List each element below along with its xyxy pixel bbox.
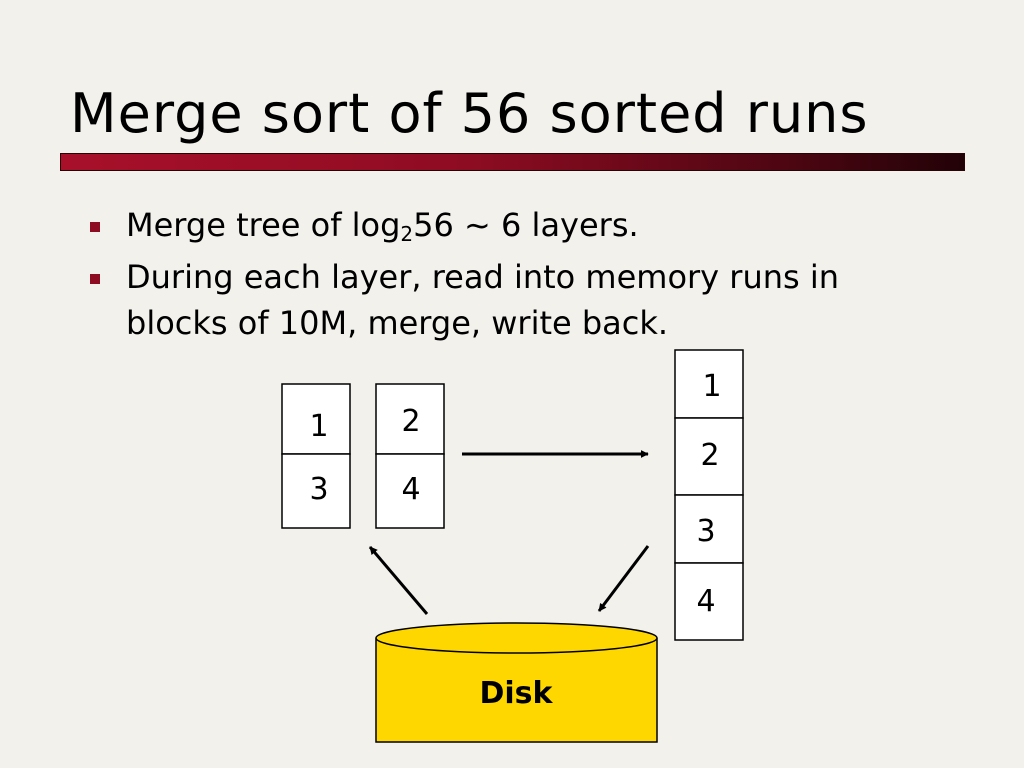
merged-value: 1 [702,369,721,404]
read-arrow [368,546,429,615]
disk-cylinder: Disk [375,622,658,743]
slide-title: Merge sort of 56 sorted runs [70,82,869,145]
run-b-value: 2 [401,404,420,439]
merged-value: 4 [696,584,715,619]
run-b-value: 4 [401,472,420,507]
square-bullet-icon [90,222,100,232]
bullet-item-each-layer: During each layer, read into memory runs… [88,254,948,346]
bullet-text-part: 56 ~ 6 layers. [413,206,639,244]
bullet-line: During each layer, read into memory runs… [126,258,840,296]
merged-cell [674,494,744,564]
write-arrow [597,545,650,612]
disk-body [375,638,658,743]
merged-value: 3 [696,514,715,549]
bullet-text-part: Merge tree of log [126,206,401,244]
merged-value: 2 [700,438,719,473]
square-bullet-icon [90,274,100,284]
log-base-subscript: 2 [400,222,414,246]
merged-cell [674,417,744,496]
run-b-cell-bottom [375,453,445,529]
run-a-value: 3 [309,472,328,507]
run-a-block: 1 3 [281,383,351,529]
run-b-cell-top [375,383,445,455]
merged-cell [674,349,744,419]
run-b-block: 2 4 [375,383,445,529]
disk-label: Disk [480,676,554,711]
merged-cell [674,562,744,641]
run-a-cell-bottom [281,453,351,529]
title-divider-bar [60,153,965,171]
bullet-line: blocks of 10M, merge, write back. [126,304,669,342]
merged-run-block: 1 2 3 4 [674,349,744,641]
bullet-list: Merge tree of log256 ~ 6 layers. During … [88,202,948,352]
bullet-item-merge-tree: Merge tree of log256 ~ 6 layers. [88,202,948,248]
disk-top [375,622,658,654]
run-a-value: 1 [309,409,328,444]
